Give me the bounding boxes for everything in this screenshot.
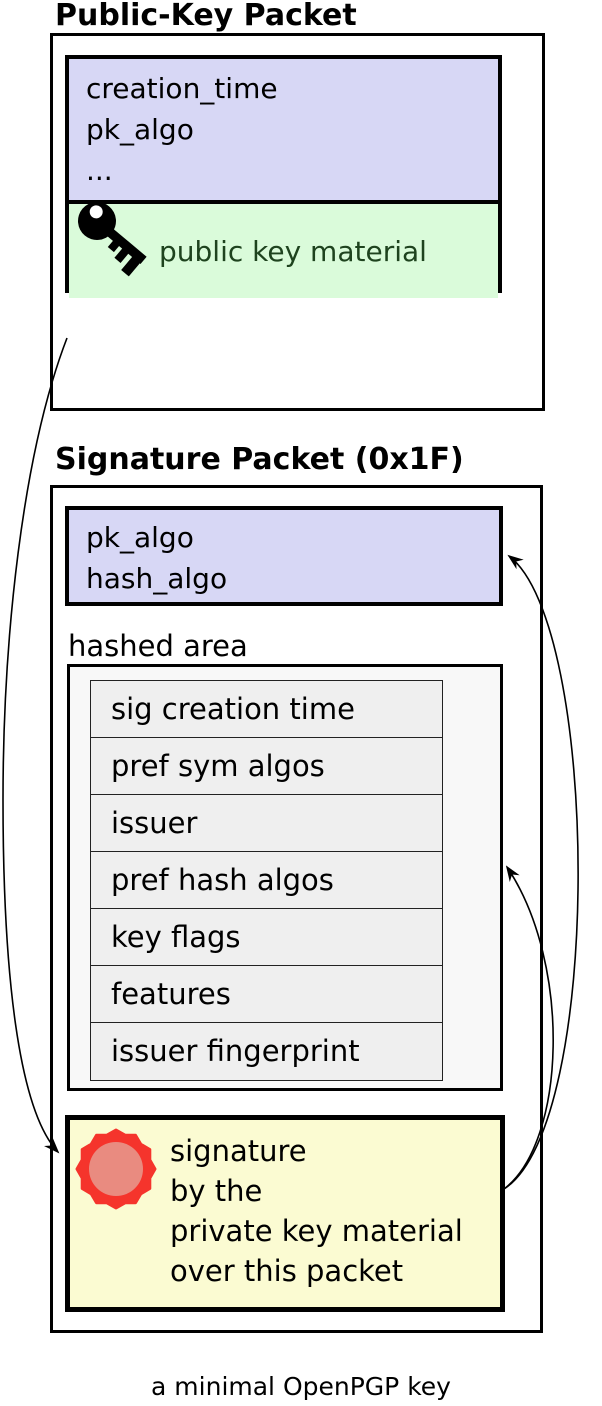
signature-text-line: private key material bbox=[170, 1214, 463, 1248]
public-key-material-box: public key material bbox=[69, 202, 498, 298]
subpacket-row: pref hash algos bbox=[91, 852, 442, 909]
public-key-material-label: public key material bbox=[159, 234, 427, 268]
signature-text-line: signature bbox=[170, 1134, 307, 1168]
subpacket-row: sig creation time bbox=[91, 681, 442, 738]
signature-text-line: by the bbox=[170, 1174, 263, 1208]
signature-box: signature by the private key material ov… bbox=[65, 1115, 505, 1312]
section-divider bbox=[69, 200, 498, 204]
header-field: pk_algo bbox=[86, 521, 194, 554]
diagram-caption: a minimal OpenPGP key bbox=[151, 1372, 451, 1401]
signature-header-fields: pk_algo hash_algo bbox=[65, 506, 503, 606]
subpacket-row: issuer fingerprint bbox=[91, 1023, 442, 1080]
subpacket-row: issuer bbox=[91, 795, 442, 852]
public-key-packet-contents: creation_time pk_algo ... public ke bbox=[65, 55, 502, 298]
subpacket-row: key flags bbox=[91, 909, 442, 966]
subpacket-list: sig creation time pref sym algos issuer … bbox=[90, 680, 443, 1081]
header-field: hash_algo bbox=[86, 562, 228, 595]
hashed-area-label: hashed area bbox=[68, 629, 248, 663]
signature-description: signature by the private key material ov… bbox=[170, 1131, 463, 1291]
signature-packet-title: Signature Packet (0x1F) bbox=[55, 442, 464, 477]
header-field: pk_algo bbox=[86, 113, 194, 146]
wax-seal-icon bbox=[72, 1125, 160, 1213]
hashed-area-box: sig creation time pref sym algos issuer … bbox=[67, 664, 503, 1091]
key-icon bbox=[75, 199, 155, 289]
signature-text-line: over this packet bbox=[170, 1254, 404, 1288]
header-field: creation_time bbox=[86, 72, 278, 105]
subpacket-row: pref sym algos bbox=[91, 738, 442, 795]
subpacket-row: features bbox=[91, 966, 442, 1023]
public-key-header-fields: creation_time pk_algo ... bbox=[69, 59, 498, 200]
header-field: ... bbox=[86, 154, 113, 187]
public-key-packet-title: Public-Key Packet bbox=[55, 0, 357, 33]
